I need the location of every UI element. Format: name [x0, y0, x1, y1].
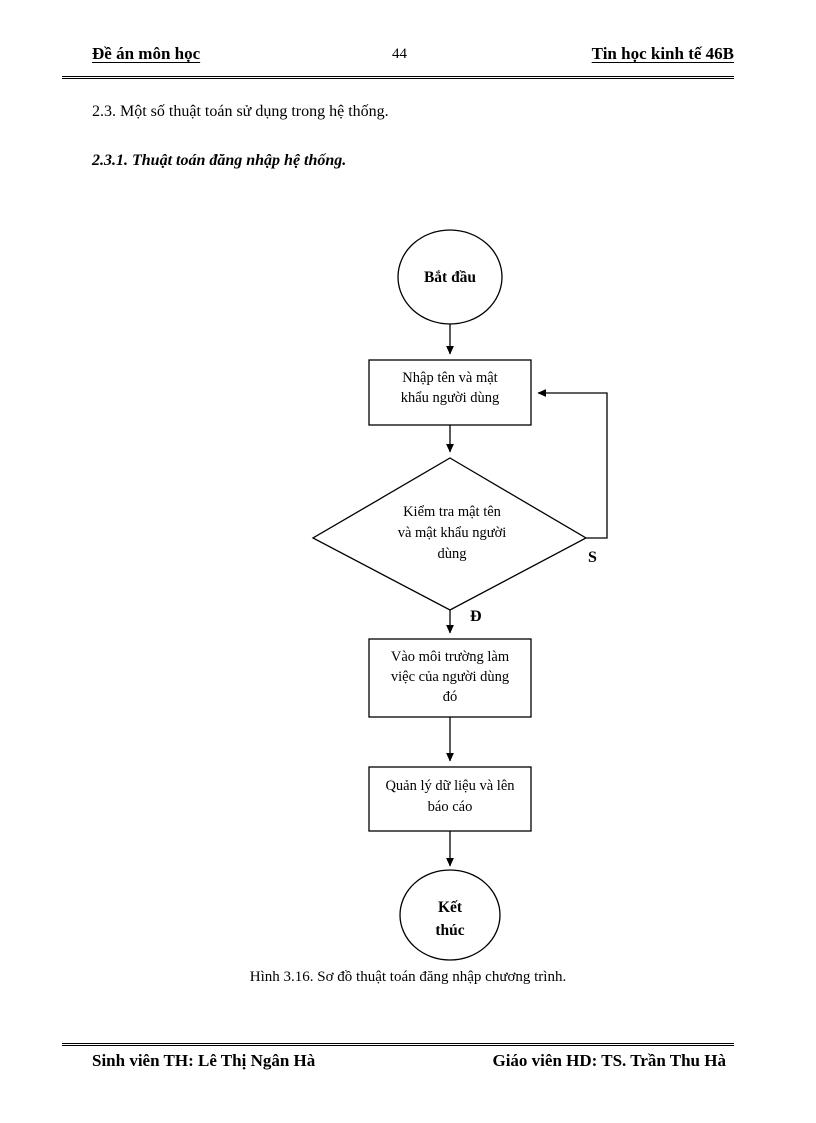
decision-line2: và mật khẩu người [398, 525, 507, 541]
footer-supervisor-name: Giáo viên HD: TS. Trần Thu Hà [492, 1051, 726, 1070]
figure-caption: Hình 3.16. Sơ đồ thuật toán đăng nhập ch… [249, 969, 567, 985]
end-node-ellipse [399, 869, 501, 961]
env-box-line1: Vào môi trường làm [391, 649, 510, 665]
branch-label-true: Đ [470, 608, 482, 625]
header-divider-rule [62, 76, 734, 79]
end-node-line1: Kết [438, 899, 463, 916]
header-left-title: Đề án môn học [92, 44, 201, 63]
section-heading-2-3-1: 2.3.1. Thuật toán đăng nhập hệ thống. [92, 152, 347, 169]
page-number: 44 [392, 46, 407, 62]
decision-line3: dùng [438, 546, 467, 562]
footer-student-name: Sinh viên TH: Lê Thị Ngân Hà [92, 1051, 316, 1070]
end-node-line2: thúc [435, 922, 464, 939]
manage-box-line1: Quản lý dữ liệu và lên [385, 778, 515, 794]
input-process-box [368, 359, 532, 426]
manage-box-line2: báo cáo [428, 799, 473, 815]
decision-line1: Kiểm tra mật tên [403, 504, 502, 520]
input-box-line2: khẩu người dùng [401, 390, 500, 406]
page-header: Đề án môn học 44 Tin học kinh tế 46B [62, 44, 734, 74]
header-right-title: Tin học kinh tế 46B [591, 44, 734, 63]
connector-false-loopback [537, 389, 608, 539]
page-footer: Sinh viên TH: Lê Thị Ngân Hà Giáo viên H… [62, 1051, 734, 1079]
start-node-label: Bắt đầu [424, 269, 476, 286]
input-box-line1: Nhập tên và mật [402, 370, 497, 386]
footer-divider-rule [62, 1043, 734, 1046]
manage-process-box [368, 766, 532, 832]
env-box-line3: đó [443, 689, 458, 705]
section-heading-2-3: 2.3. Một số thuật toán sử dụng trong hệ … [92, 103, 389, 120]
branch-label-false: S [588, 549, 597, 566]
env-box-line2: việc của người dùng [391, 669, 509, 685]
